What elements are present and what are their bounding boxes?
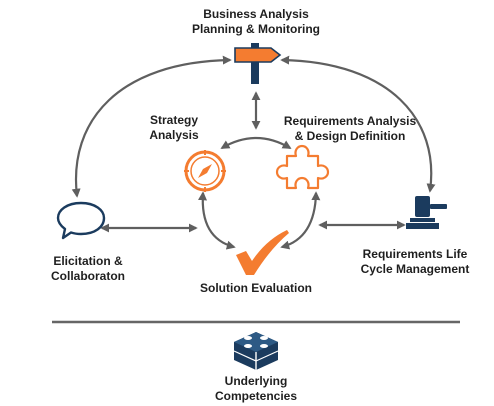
lifecycle-label-line2: Cycle Management [360, 262, 470, 276]
requirements-design-label-line1: Requirements Analysis [283, 114, 417, 128]
lifecycle-label: Requirements Life Cycle Management [352, 247, 478, 277]
elicitation-label-line1: Elicitation & [53, 254, 123, 268]
planning-label-line2: Planning & Monitoring [192, 22, 320, 36]
speech-bubble-icon [56, 201, 106, 240]
puzzle-piece-icon [275, 144, 330, 190]
planning-label: Business Analysis Planning & Monitoring [176, 7, 336, 37]
solution-label-line1: Solution Evaluation [199, 281, 312, 295]
strategy-label-line1: Strategy [149, 113, 199, 127]
checkmark-icon [236, 230, 289, 275]
planning-label-line1: Business Analysis [203, 7, 309, 21]
elicitation-label: Elicitation & Collaboraton [40, 254, 136, 284]
arrow-planning-elicitation [71, 55, 232, 198]
elicitation-label-line2: Collaboraton [51, 269, 125, 283]
arrow-requirements-solution [280, 191, 321, 250]
competencies-label-line1: Underlying [224, 374, 288, 388]
arrow-planning-lifecycle [280, 55, 436, 193]
competencies-label: Underlying Competencies [196, 374, 316, 404]
arrow-strategy-requirements [220, 137, 292, 149]
solution-label: Solution Evaluation [186, 281, 326, 296]
strategy-label: Strategy Analysis [134, 113, 214, 143]
requirements-design-label: Requirements Analysis & Design Definitio… [276, 114, 424, 144]
requirements-design-label-line2: & Design Definition [294, 129, 406, 143]
signpost-icon [234, 43, 282, 84]
stacked-blocks-icon [233, 332, 279, 370]
competencies-label-line2: Competencies [214, 389, 298, 403]
compass-icon [184, 150, 226, 192]
arrow-strategy-solution [198, 191, 236, 250]
gavel-icon [406, 196, 447, 229]
lifecycle-label-line1: Requirements Life [362, 247, 468, 261]
strategy-label-line2: Analysis [149, 128, 199, 142]
